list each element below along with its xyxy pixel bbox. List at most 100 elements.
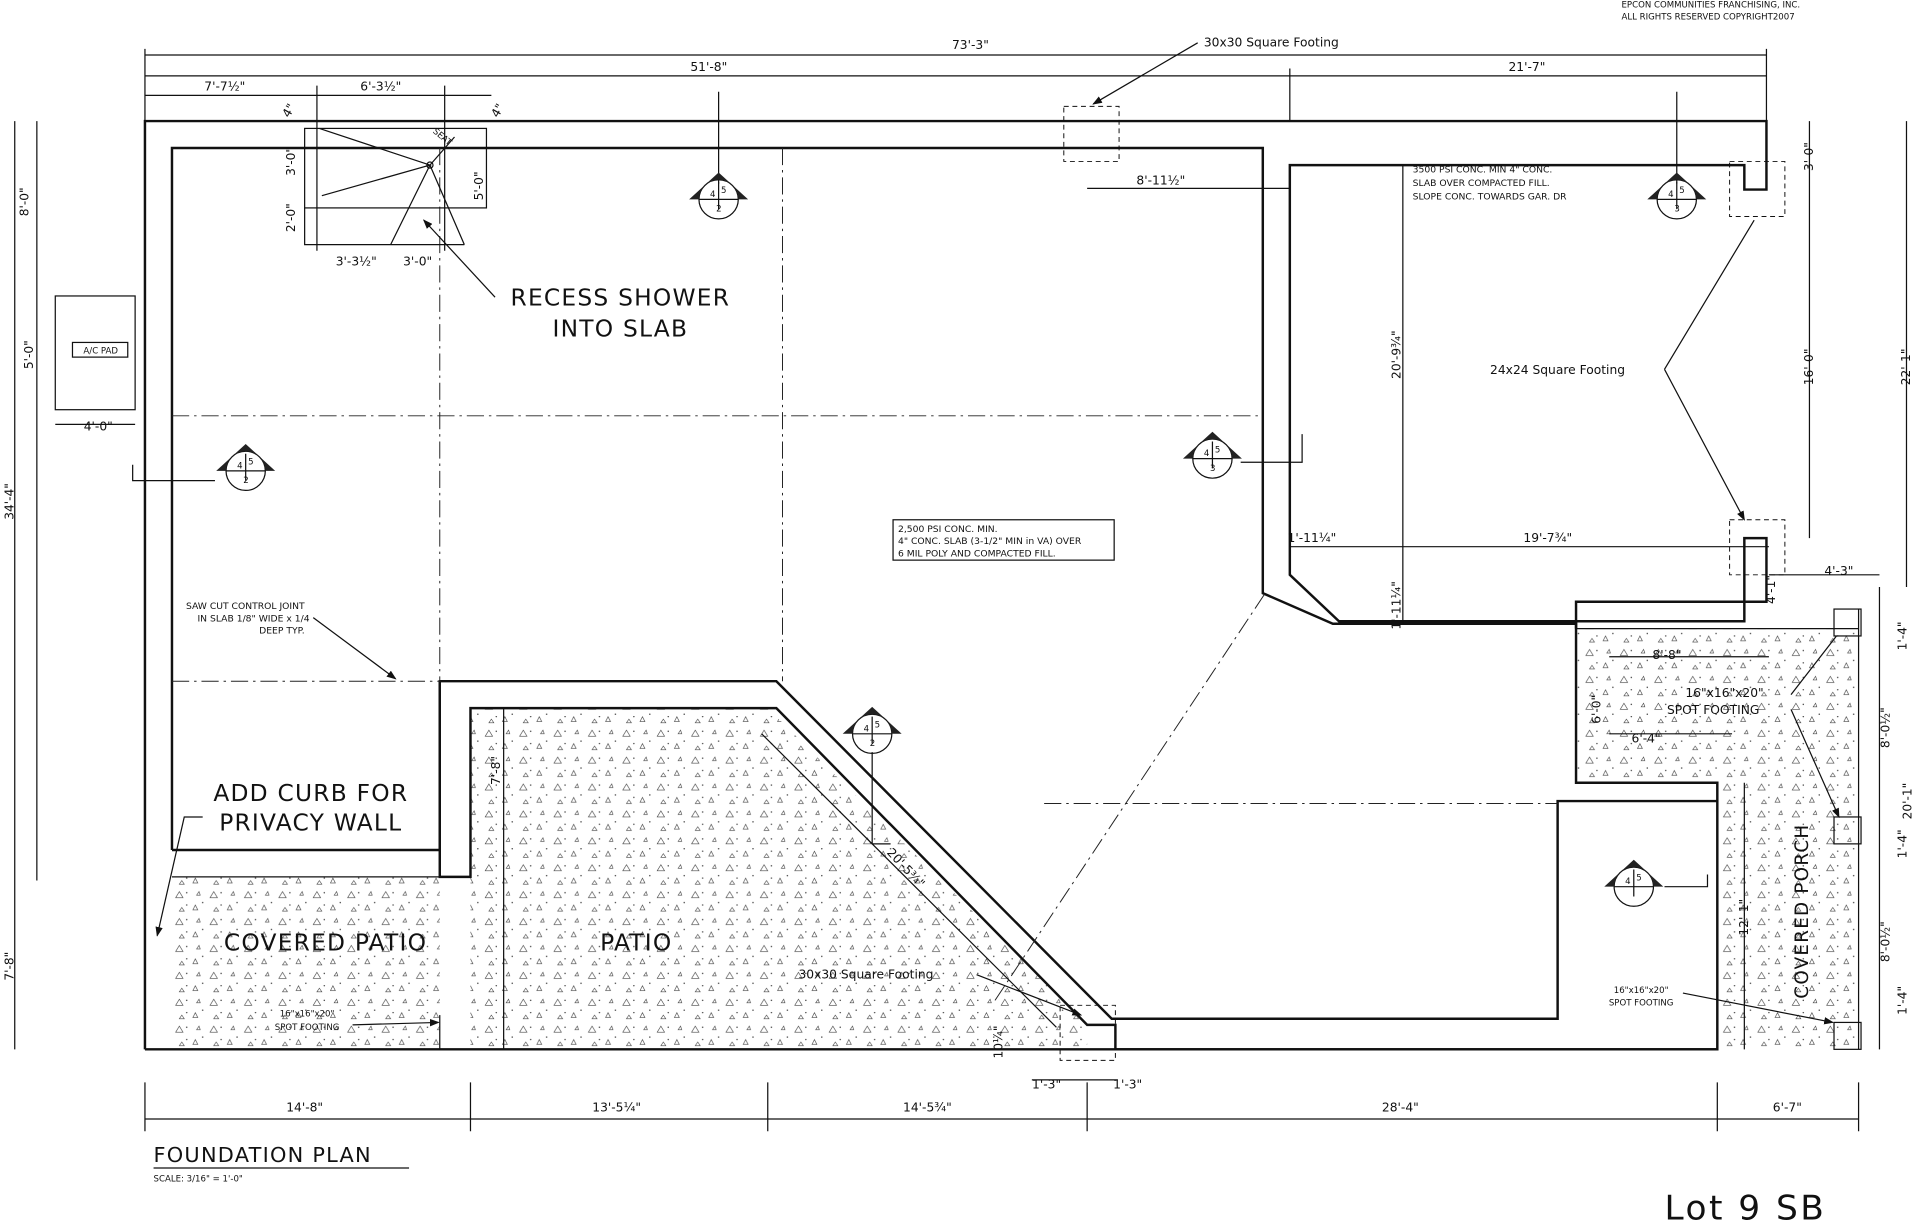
plan-text: 5 [875, 721, 880, 731]
plan-text: 13'-5¼" [592, 1101, 641, 1115]
plan-labels: RECESS SHOWER INTO SLAB ADD CURB FOR PRI… [71, 35, 1813, 1033]
plan-text: 6'-0" [1590, 695, 1604, 724]
plan-text: 5 [1215, 446, 1220, 456]
spot-footing-label: 16"x16"x20" [1614, 986, 1669, 996]
plan-text: 4 [1625, 877, 1630, 887]
plan-text: 34'-4" [2, 483, 16, 520]
plan-text: 5 [1679, 186, 1684, 196]
plan-text: 22'-1" [1899, 349, 1913, 386]
plan-text: 7'-8" [489, 756, 503, 785]
spot-footing-label: SPOT FOOTING [1667, 703, 1759, 717]
plan-text: 2 [243, 476, 248, 486]
plan-text: 4" [488, 101, 507, 120]
plan-text: 7'-7½" [204, 80, 245, 94]
plan-text: 12'-1" [1737, 899, 1751, 936]
plan-text: 8'-0½" [1878, 921, 1892, 962]
note-garage-slab: 3500 PSI CONC. MIN 4" CONC. SLAB OVER CO… [1413, 164, 1568, 202]
note-saw-cut: SAW CUT CONTROL JOINT IN SLAB 1/8" WIDE … [186, 601, 310, 636]
plan-text: 6'-3½" [360, 80, 401, 94]
plan-text: 3'-0" [1802, 142, 1816, 171]
plan-text: 4 [864, 724, 869, 734]
plan-text: 4" [279, 101, 298, 120]
plan-text: 20'-9¾" [1389, 330, 1403, 379]
spot-footing-label: SPOT FOOTING [275, 1023, 340, 1033]
lot-label: Lot 9 SB [1664, 1188, 1826, 1223]
section-marker: 4 5 3 [1182, 431, 1242, 479]
plan-text: 8'-8" [1652, 648, 1681, 662]
plan-text: 6'-7" [1773, 1101, 1802, 1115]
plan-text: 2,500 PSI CONC. MIN. [898, 524, 998, 535]
ac-pad-label: A/C PAD [83, 346, 118, 356]
section-marker: 4 5 3 [1647, 172, 1707, 220]
plan-text: 1'-11¼" [1288, 531, 1337, 545]
dimension-labels: 73'-3" 51'-8" 21'-7" 7'-7½" 6'-3½" 4" 4"… [2, 38, 1914, 1115]
plan-text: 5'-0" [22, 340, 36, 369]
section-marker: 4 5 2 [216, 443, 276, 492]
plan-text: 7'-8" [2, 952, 16, 981]
plan-text: 8'-0" [17, 187, 31, 216]
leader-lines [132, 42, 1839, 1027]
plan-text: 3'-3½" [336, 254, 377, 268]
footing-label: 30x30 Square Footing [1204, 35, 1339, 49]
plan-text: 8'-0½" [1878, 707, 1892, 748]
section-arrow-icon [1647, 172, 1707, 200]
recess-shower-label: INTO SLAB [553, 315, 689, 342]
plan-text: 73'-3" [952, 38, 989, 52]
recess-shower-label: RECESS SHOWER [511, 285, 731, 312]
plan-text: SLAB OVER COMPACTED FILL. [1413, 178, 1550, 189]
plan-text: 4 [710, 190, 715, 200]
section-arrow-icon [216, 443, 276, 471]
plan-text: 4 [237, 461, 242, 471]
plan-text: DEEP TYP. [259, 626, 305, 637]
plan-text: 21'-7" [1508, 60, 1545, 74]
plan-text: 4'-1" [1764, 575, 1778, 604]
plan-text: 4 [1204, 449, 1209, 459]
plan-text: 3 [1210, 464, 1215, 474]
section-arrow-icon [842, 706, 902, 734]
plan-text: SLOPE CONC. TOWARDS GAR. DR [1413, 191, 1568, 202]
plan-text: 14'-5¾" [903, 1101, 952, 1115]
plan-text: 2 [870, 739, 875, 749]
plan-text: 4'-3" [1824, 564, 1853, 578]
plan-text: 1'-4" [1895, 986, 1909, 1015]
plan-text: 4'-0" [84, 420, 113, 434]
seat-label: SEAT [430, 127, 453, 149]
plan-text: 3500 PSI CONC. MIN 4" CONC. [1413, 164, 1553, 175]
section-marker: 4 5 2 [842, 706, 902, 754]
plan-text: 4" CONC. SLAB (3-1/2" MIN in VA) OVER [898, 536, 1082, 547]
plan-text: 4 [1668, 190, 1673, 200]
covered-patio-label: COVERED PATIO [224, 929, 427, 956]
section-arrow-icon [1182, 431, 1242, 459]
footing-label: 24x24 Square Footing [1490, 363, 1625, 377]
plan-text: 8'-11½" [1136, 174, 1185, 188]
slab-outline [143, 119, 1860, 1051]
copyright-line: ALL RIGHTS RESERVED COPYRIGHT2007 [1621, 13, 1794, 23]
plan-text: 16'-0" [1802, 349, 1816, 386]
covered-porch-label: COVERED PORCH [1792, 824, 1813, 999]
plan-text: 1'-11¼" [1389, 581, 1403, 630]
section-arrow-icon [1604, 859, 1664, 887]
drawing-title: FOUNDATION PLAN [154, 1143, 372, 1167]
drawing-scale: SCALE: 3/16" = 1'-0" [154, 1174, 243, 1184]
spot-footing-label: 16"x16"x20" [1685, 686, 1763, 700]
section-marker: 4 5 [1604, 859, 1664, 907]
note-slab-spec: 2,500 PSI CONC. MIN. 4" CONC. SLAB (3-1/… [892, 519, 1115, 561]
plan-text: 5'-0" [472, 171, 486, 200]
plan-text: SAW CUT CONTROL JOINT [186, 601, 305, 612]
plan-text: 6'-4" [1632, 731, 1661, 745]
plan-text: 14'-8" [286, 1101, 323, 1115]
plan-text: 19'-7¾" [1523, 531, 1572, 545]
plan-text: 51'-8" [690, 60, 727, 74]
spot-footing-label: SPOT FOOTING [1609, 998, 1674, 1008]
section-marker: 4 5 2 [689, 172, 749, 220]
plan-text: 2'-0" [284, 203, 298, 232]
plan-text: 5 [721, 186, 726, 196]
plan-text: 1'-4" [1895, 829, 1909, 858]
plan-text: 3 [1674, 205, 1679, 215]
plan-text: 3'-0" [403, 254, 432, 268]
plan-text: 20'-1" [1900, 783, 1914, 820]
plan-text: 3'-0" [284, 147, 298, 176]
plan-text: 6 MIL POLY AND COMPACTED FILL. [898, 548, 1056, 559]
section-arrow-icon [689, 172, 749, 200]
